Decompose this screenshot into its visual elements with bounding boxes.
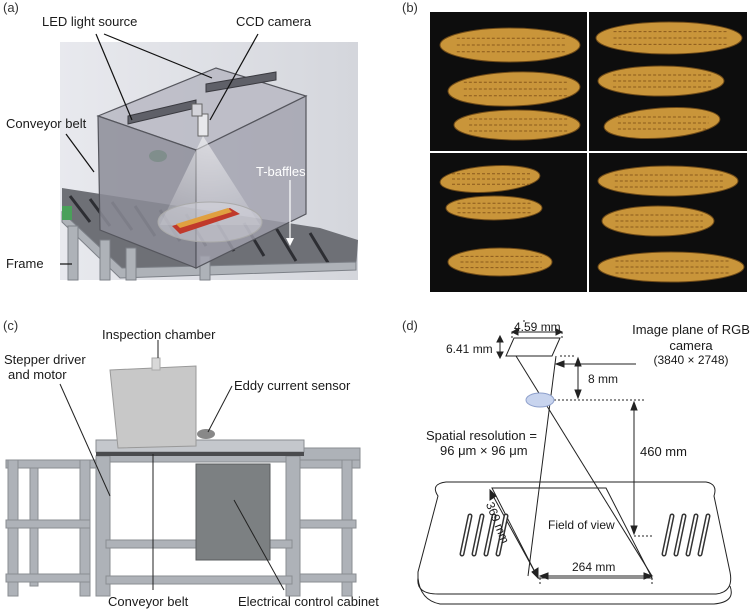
label-spatial-resolution-1: Spatial resolution = — [426, 428, 537, 443]
corn-cob — [447, 247, 553, 277]
label-stepper-driver: Stepper driver — [4, 352, 86, 367]
corn-cobs — [439, 21, 745, 283]
label-spatial-resolution-2: 96 μm × 96 μm — [440, 443, 528, 458]
label-image-plane-2: camera — [669, 338, 713, 353]
label-and-motor: and motor — [8, 367, 67, 382]
panel-letter-a: (a) — [3, 0, 19, 15]
label-264-mm: 264 mm — [572, 560, 616, 574]
label-electrical-control-cabinet: Electrical control cabinet — [238, 594, 379, 609]
corn-cob — [439, 27, 581, 63]
green-board — [62, 206, 72, 220]
led-bar-back — [205, 71, 277, 93]
label-8-mm: 8 mm — [588, 372, 618, 386]
label-conveyor-belt-c: Conveyor belt — [108, 594, 189, 609]
panel-letter-d: (d) — [402, 318, 418, 333]
corn-cob — [603, 106, 721, 140]
label-4-59-mm: 4.59 mm — [514, 320, 561, 334]
label-image-plane-3: (3840 × 2748) — [653, 353, 729, 367]
chamber-shape — [109, 365, 197, 449]
label-frame: Frame — [6, 256, 44, 271]
label-conveyor-belt-a: Conveyor belt — [6, 116, 87, 131]
label-t-baffles: T-baffles — [256, 164, 306, 179]
panel-letter-b: (b) — [402, 0, 418, 15]
label-led-light-source: LED light source — [42, 14, 138, 29]
label-eddy-current-sensor: Eddy current sensor — [234, 378, 351, 393]
label-inspection-chamber: Inspection chamber — [102, 327, 216, 342]
camera-mount — [191, 103, 203, 117]
panel-letter-c: (c) — [3, 318, 19, 333]
label-field-of-view: Field of view — [548, 518, 615, 532]
control-cabinet-shape — [195, 463, 271, 561]
lens — [525, 392, 555, 408]
image-plane — [505, 337, 561, 357]
label-460-mm: 460 mm — [640, 444, 687, 459]
label-6-41-mm: 6.41 mm — [446, 342, 493, 356]
light-cone — [160, 136, 260, 225]
corn-cob — [597, 165, 739, 197]
label-image-plane-1: Image plane of RGB — [632, 322, 750, 337]
tbaffles-arrowhead — [286, 238, 294, 246]
label-ccd-camera: CCD camera — [236, 14, 312, 29]
belt-outline — [417, 481, 732, 595]
